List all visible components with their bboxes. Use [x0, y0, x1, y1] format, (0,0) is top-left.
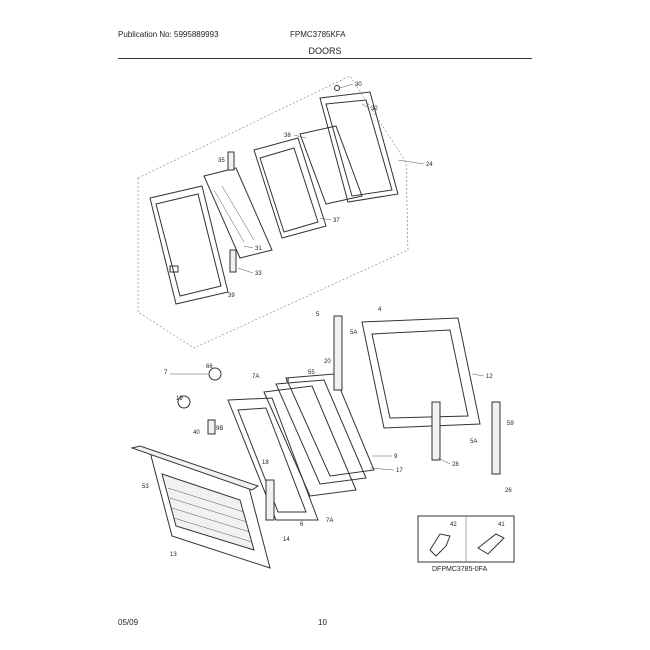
- model-number: FPMC3785KFA: [290, 30, 346, 39]
- upper-assembly-enclosure: [137, 75, 409, 349]
- callout-13: 13: [170, 552, 177, 558]
- callout-14: 14: [283, 537, 290, 543]
- upper-rear-frame: [319, 91, 399, 203]
- callout-4: 4: [378, 307, 382, 313]
- callout-9: 9: [394, 454, 398, 460]
- callout-30: 30: [355, 82, 362, 88]
- callout-53: 53: [142, 484, 149, 490]
- door-hinge: [431, 401, 441, 461]
- callout-24: 24: [426, 162, 433, 168]
- upper-inner-frame: [253, 137, 327, 239]
- callout-5a: 5A: [350, 330, 357, 336]
- screw-icon: [177, 395, 191, 409]
- upper-hinge-bracket-bottom: [229, 249, 237, 273]
- left-door-rail: [333, 315, 343, 391]
- callout-31: 31: [255, 246, 262, 252]
- callout-28: 28: [452, 462, 459, 468]
- callout-5a-right: 5A: [470, 439, 477, 445]
- door-handle: [130, 445, 260, 491]
- page-number: 10: [318, 618, 327, 627]
- callout-38: 38: [284, 133, 291, 139]
- callout-59: 59: [507, 421, 514, 427]
- callout-20: 20: [324, 359, 331, 365]
- screw-icon: [208, 367, 222, 381]
- diagram-id: DFPMC3785-0FA: [432, 566, 488, 573]
- callout-26: 26: [505, 488, 512, 494]
- callout-42: 42: [450, 522, 457, 528]
- publication-number: Publication No: 5995889993: [118, 30, 219, 39]
- callout-5: 5: [316, 312, 320, 318]
- inner-door-liner: [361, 317, 481, 429]
- callout-18: 18: [262, 460, 269, 466]
- callout-40: 40: [193, 430, 200, 436]
- callout-7a-lower: 7A: [326, 518, 333, 524]
- header-rule: [118, 58, 532, 59]
- upper-door-frame: [149, 185, 229, 305]
- callout-35: 35: [218, 158, 225, 164]
- callout-41: 41: [498, 522, 505, 528]
- callout-8: 8: [286, 378, 290, 384]
- callout-39: 39: [228, 293, 235, 299]
- callout-7: 7: [164, 370, 168, 376]
- section-title: DOORS: [308, 46, 342, 56]
- callout-55: 55: [308, 370, 315, 376]
- callout-17: 17: [396, 468, 403, 474]
- callout-9b: 9B: [216, 426, 223, 432]
- bracket-icon: [477, 533, 505, 555]
- callout-12: 12: [486, 374, 493, 380]
- door-liner-frame: [227, 397, 319, 521]
- callout-19: 19: [176, 396, 183, 402]
- callout-32: 32: [371, 106, 378, 112]
- footer-date: 05/09: [118, 618, 139, 627]
- callout-7a: 7A: [252, 374, 259, 380]
- callout-37: 37: [333, 218, 340, 224]
- upper-hinge-bracket-top: [227, 151, 235, 171]
- callout-6: 6: [300, 522, 304, 528]
- screw-icon: [334, 85, 340, 91]
- bracket-icon: [429, 533, 451, 557]
- door-glass-pack: [263, 373, 375, 497]
- door-hinge-left: [265, 479, 275, 521]
- upper-glass-panel: [203, 167, 273, 259]
- callout-33: 33: [255, 271, 262, 277]
- upper-rear-glass: [299, 125, 363, 205]
- clip-icon: [207, 419, 216, 435]
- right-door-rail: [491, 401, 501, 475]
- callout-66: 66: [206, 364, 213, 370]
